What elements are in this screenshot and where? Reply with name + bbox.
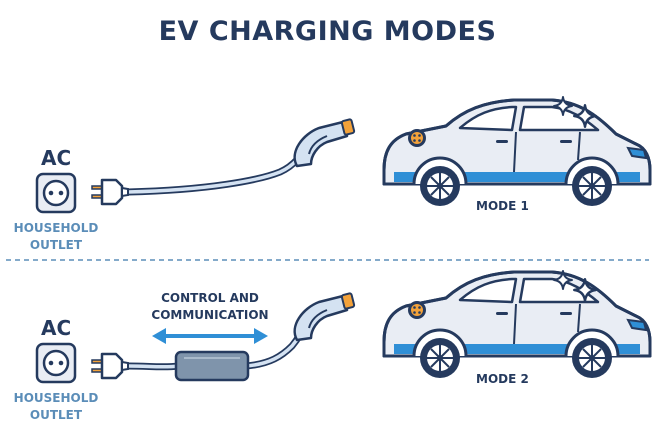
ev-connector-icon <box>293 117 356 168</box>
control-label-line1: CONTROL AND <box>161 291 259 305</box>
ev-connector-icon <box>293 291 356 342</box>
electric-car-icon <box>382 270 652 380</box>
plug-icon <box>90 352 130 380</box>
control-label-line2: COMMUNICATION <box>151 308 269 322</box>
mode1-outlet-label-line2: OUTLET <box>29 238 83 252</box>
mode1-label: MODE 1 <box>476 199 529 213</box>
socket-icon <box>35 172 77 214</box>
socket-icon <box>35 342 77 384</box>
plug-icon <box>90 178 130 206</box>
control-communication-label: CONTROL AND COMMUNICATION <box>130 290 290 324</box>
mode1-outlet-label: HOUSEHOLD OUTLET <box>6 220 106 254</box>
mode2-outlet-label: HOUSEHOLD OUTLET <box>6 390 106 424</box>
mode2-outlet-label-line1: HOUSEHOLD <box>13 391 99 405</box>
mode2-section <box>35 270 652 384</box>
mode1-outlet-label-line1: HOUSEHOLD <box>13 221 99 235</box>
electric-car-icon <box>382 98 652 208</box>
diagram-title: EV CHARGING MODES <box>158 16 497 47</box>
mode2-source-label: AC <box>41 316 72 340</box>
mode2-label: MODE 2 <box>476 372 529 386</box>
double-arrow-icon <box>152 328 268 344</box>
mode1-source-label: AC <box>41 146 72 170</box>
control-box-icon <box>174 350 250 382</box>
mode1-section <box>35 96 652 214</box>
mode2-outlet-label-line2: OUTLET <box>29 408 83 422</box>
